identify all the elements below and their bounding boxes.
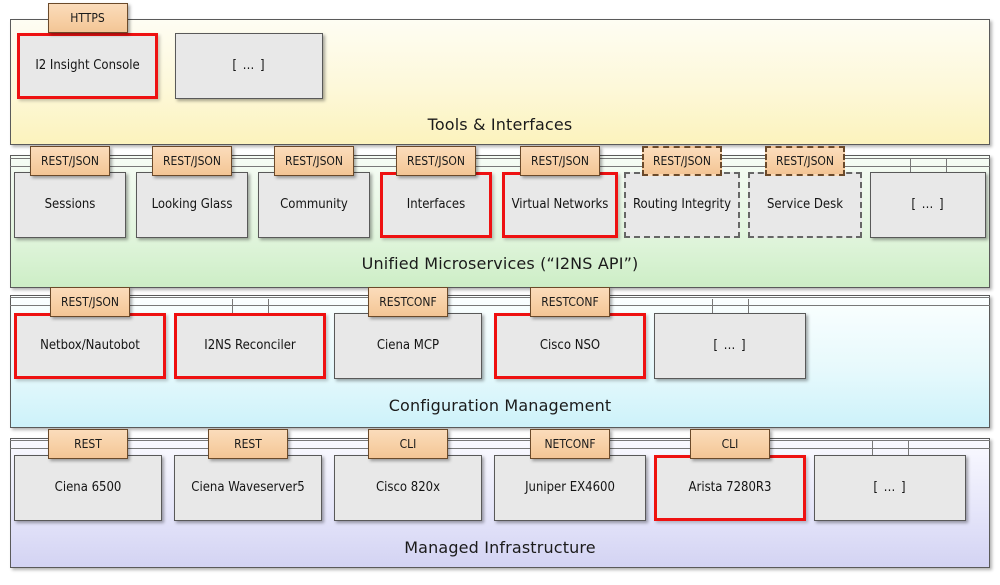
- component-node[interactable]: Routing Integrity: [624, 172, 740, 238]
- protocol-tab[interactable]: REST/JSON: [30, 146, 110, 176]
- protocol-tab[interactable]: REST: [208, 429, 288, 459]
- protocol-tab-label: REST/JSON: [775, 154, 834, 168]
- component-node-label: Ciena MCP: [376, 337, 440, 353]
- component-node-label: Interfaces: [406, 196, 466, 212]
- component-node[interactable]: Cisco 820x: [334, 455, 482, 521]
- protocol-tab-label: RESTCONF: [541, 295, 599, 309]
- protocol-tab-label: REST: [74, 437, 102, 451]
- component-node-label: [ … ]: [911, 196, 945, 212]
- component-node[interactable]: Looking Glass: [136, 172, 248, 238]
- component-node-label: Ciena 6500: [54, 479, 122, 495]
- protocol-tab[interactable]: NETCONF: [530, 429, 610, 459]
- component-node-label: Community: [280, 196, 348, 212]
- component-node-label: Arista 7280R3: [688, 479, 772, 495]
- band-label-configuration-management: Configuration Management: [388, 396, 612, 415]
- component-node-label: Cisco 820x: [375, 479, 441, 495]
- connector-stub: [872, 441, 873, 457]
- protocol-tab[interactable]: REST/JSON: [50, 287, 130, 317]
- component-node-label: Service Desk: [766, 196, 843, 212]
- connector-stub: [910, 158, 911, 174]
- component-node[interactable]: Community: [258, 172, 370, 238]
- protocol-tab[interactable]: CLI: [368, 429, 448, 459]
- band-tools-interfaces: [10, 19, 990, 145]
- protocol-tab-label: REST/JSON: [162, 154, 221, 168]
- component-node[interactable]: I2NS Reconciler: [174, 313, 326, 379]
- component-node[interactable]: Sessions: [14, 172, 126, 238]
- protocol-tab[interactable]: RESTCONF: [368, 287, 448, 317]
- component-node-label: [ … ]: [713, 337, 747, 353]
- protocol-tab[interactable]: REST/JSON: [520, 146, 600, 176]
- protocol-tab[interactable]: RESTCONF: [530, 287, 610, 317]
- connector-stub: [908, 441, 909, 457]
- component-node[interactable]: [ … ]: [870, 172, 986, 238]
- protocol-tab-label: REST/JSON: [284, 154, 343, 168]
- component-node-label: Sessions: [44, 196, 96, 212]
- component-node[interactable]: Interfaces: [380, 172, 492, 238]
- component-node-label: Cisco NSO: [539, 337, 601, 353]
- component-node[interactable]: Cisco NSO: [494, 313, 646, 379]
- component-node[interactable]: [ … ]: [175, 33, 323, 99]
- protocol-tab-label: REST/JSON: [40, 154, 99, 168]
- component-node-label: I2NS Reconciler: [204, 337, 296, 353]
- connector-stub: [748, 299, 749, 315]
- protocol-tab-label: REST/JSON: [652, 154, 711, 168]
- component-node-label: Netbox/Nautobot: [40, 337, 140, 353]
- component-node-label: Virtual Networks: [511, 196, 609, 212]
- protocol-tab-label: RESTCONF: [379, 295, 437, 309]
- protocol-tab[interactable]: REST/JSON: [642, 146, 722, 176]
- component-node-label: Juniper EX4600: [525, 479, 615, 495]
- component-node[interactable]: [ … ]: [814, 455, 966, 521]
- connector-stub: [946, 158, 947, 174]
- protocol-tab-label: REST/JSON: [60, 295, 119, 309]
- component-node[interactable]: Ciena 6500: [14, 455, 162, 521]
- protocol-tab-label: CLI: [399, 437, 417, 451]
- protocol-tab-label: REST/JSON: [530, 154, 589, 168]
- protocol-tab[interactable]: REST/JSON: [152, 146, 232, 176]
- component-node[interactable]: Arista 7280R3: [654, 455, 806, 521]
- component-node-label: [ … ]: [873, 479, 907, 495]
- band-label-unified-microservices: Unified Microservices (“I2NS API”): [361, 254, 639, 273]
- protocol-tab[interactable]: CLI: [690, 429, 770, 459]
- protocol-tab-label: REST/JSON: [406, 154, 465, 168]
- component-node-label: Ciena Waveserver5: [191, 479, 305, 495]
- band-label-managed-infrastructure: Managed Infrastructure: [404, 538, 596, 557]
- component-node[interactable]: I2 Insight Console: [17, 33, 158, 99]
- protocol-tab[interactable]: HTTPS: [47, 3, 128, 33]
- protocol-tab[interactable]: REST/JSON: [274, 146, 354, 176]
- protocol-tab-label: NETCONF: [544, 437, 596, 451]
- protocol-tab-label: HTTPS: [70, 11, 105, 25]
- band-label-tools-interfaces: Tools & Interfaces: [427, 115, 573, 134]
- connector-stub: [712, 299, 713, 315]
- connector-stub: [232, 299, 233, 315]
- component-node[interactable]: [ … ]: [654, 313, 806, 379]
- protocol-tab[interactable]: REST/JSON: [396, 146, 476, 176]
- component-node[interactable]: Service Desk: [748, 172, 862, 238]
- component-node-label: [ … ]: [232, 57, 266, 73]
- protocol-tab-label: REST: [234, 437, 262, 451]
- component-node[interactable]: Netbox/Nautobot: [14, 313, 166, 379]
- protocol-tab[interactable]: REST: [48, 429, 128, 459]
- component-node-label: I2 Insight Console: [35, 57, 140, 73]
- component-node-label: Routing Integrity: [632, 196, 732, 212]
- component-node-label: Looking Glass: [151, 196, 233, 212]
- component-node[interactable]: Ciena MCP: [334, 313, 482, 379]
- protocol-tab-label: CLI: [721, 437, 739, 451]
- component-node[interactable]: Virtual Networks: [502, 172, 618, 238]
- protocol-tab[interactable]: REST/JSON: [765, 146, 845, 176]
- connector-stub: [268, 299, 269, 315]
- component-node[interactable]: Ciena Waveserver5: [174, 455, 322, 521]
- component-node[interactable]: Juniper EX4600: [494, 455, 646, 521]
